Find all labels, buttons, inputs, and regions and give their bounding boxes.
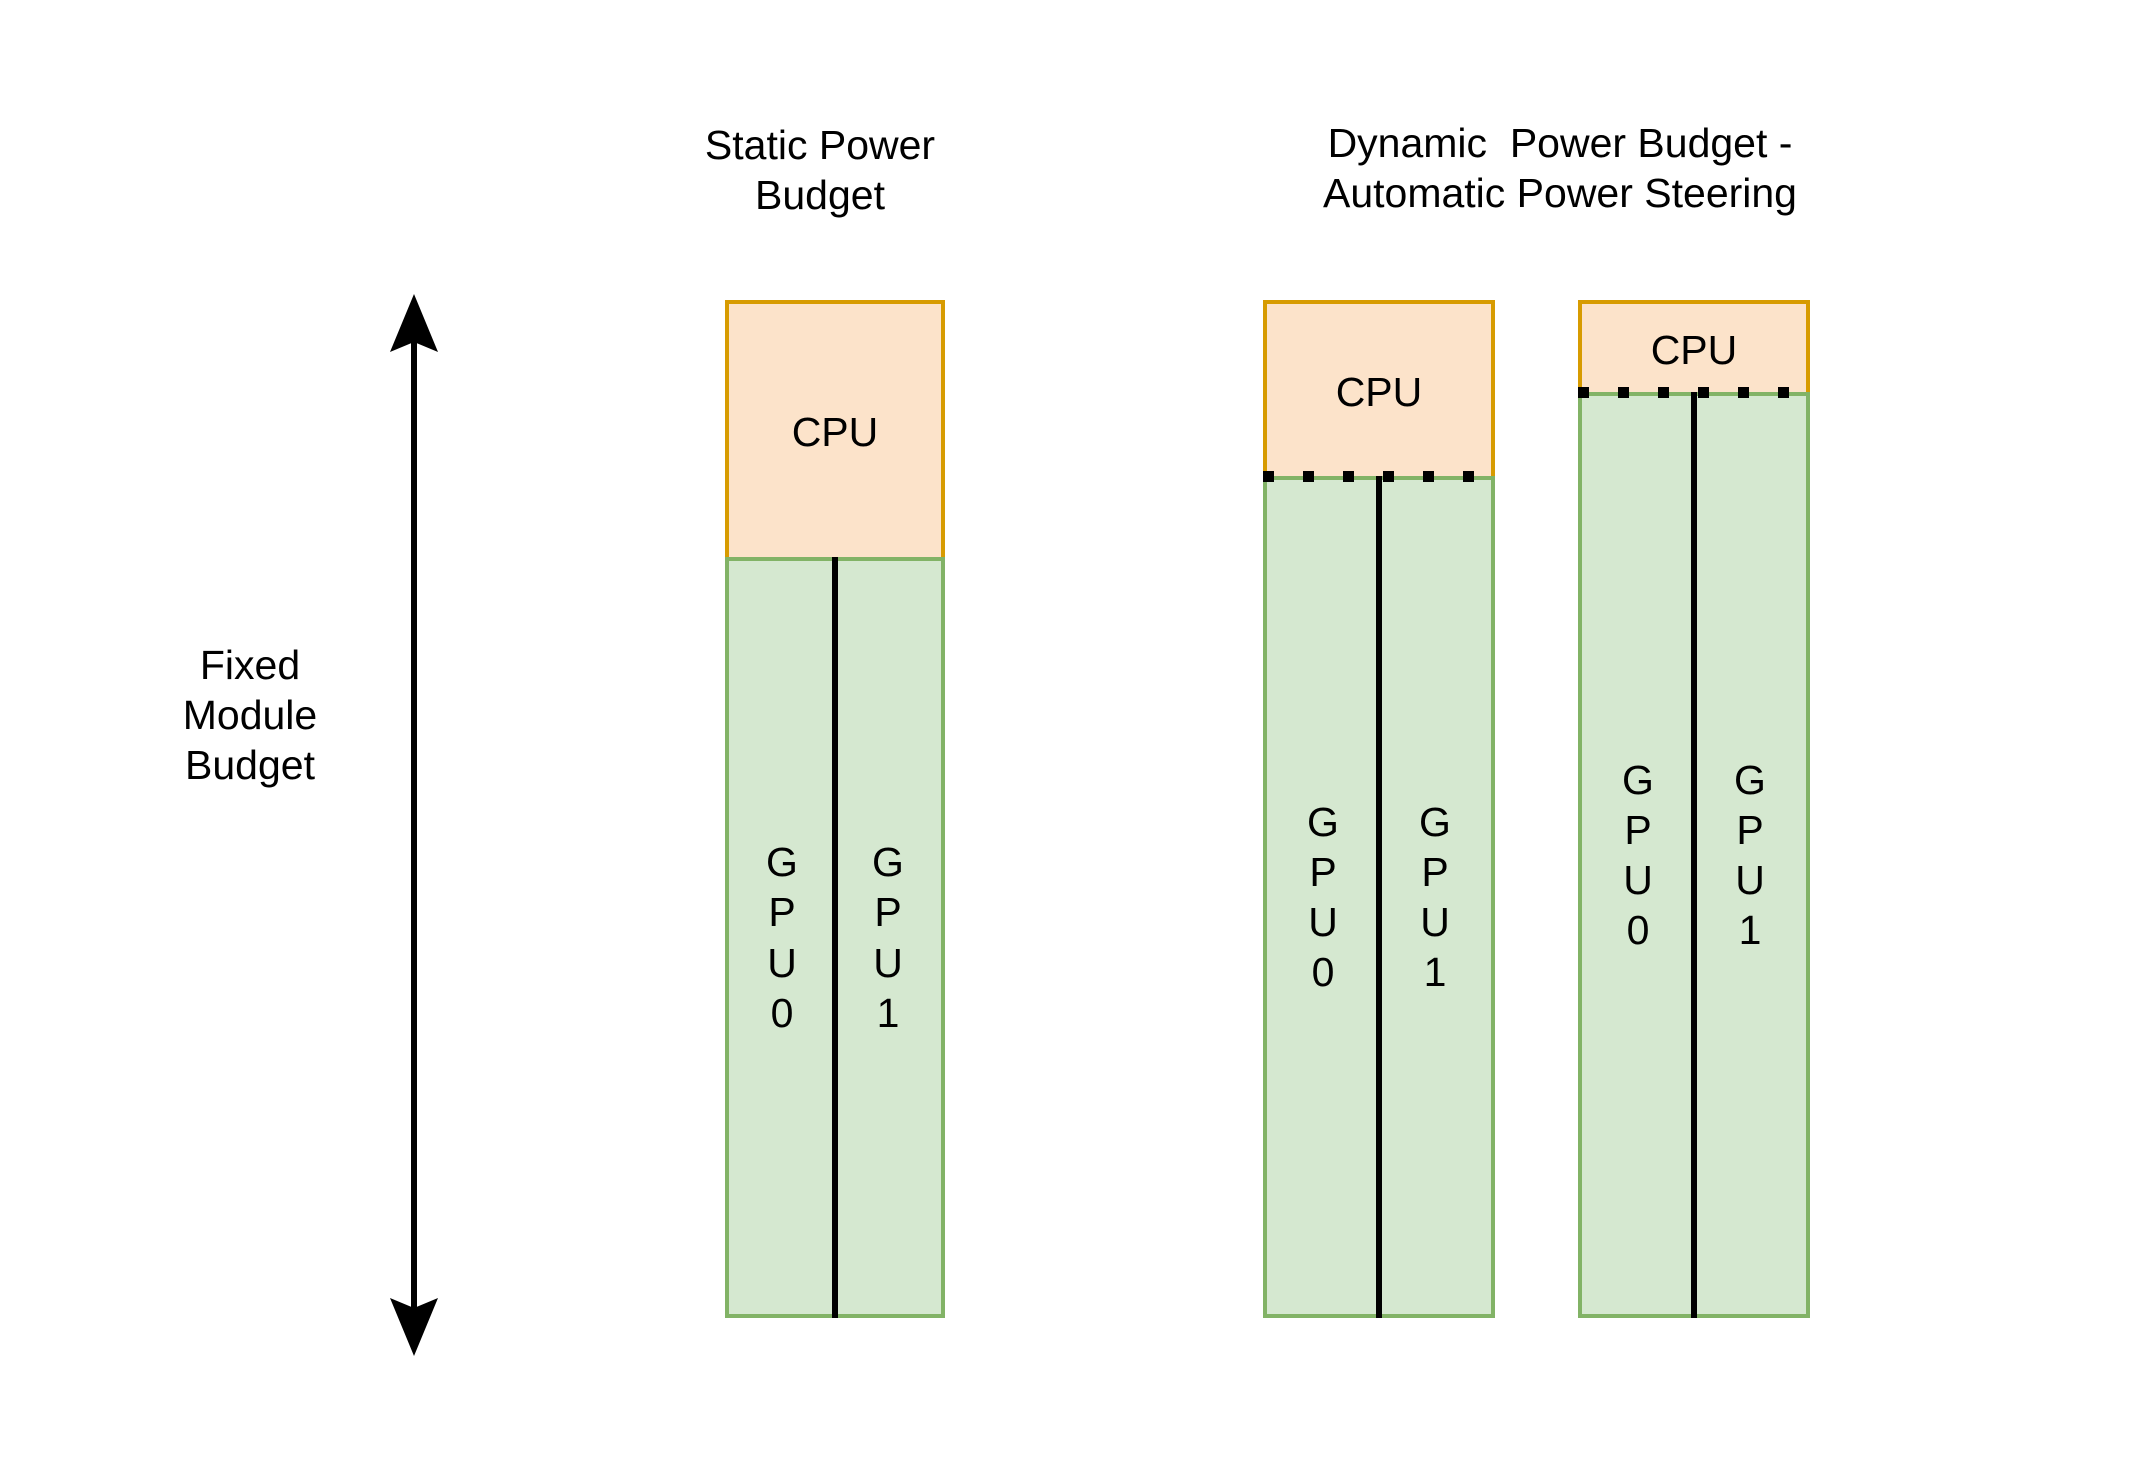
gpu0-label: G P U 0 xyxy=(1622,756,1654,954)
cpu-label: CPU xyxy=(791,409,879,455)
gpu0-label: G P U 0 xyxy=(1307,798,1339,996)
cpu-block-dynamic-1[interactable]: CPU xyxy=(1263,300,1495,480)
panel-title-static: Static Power Budget xyxy=(704,122,936,219)
gpu1-label: G P U 1 xyxy=(1419,798,1451,996)
double-headed-vertical-arrow-icon xyxy=(390,294,438,1356)
gpu-block-dynamic-2[interactable]: G P U 0 G P U 1 xyxy=(1578,392,1810,1318)
power-boundary-dotted-line-2 xyxy=(1578,387,1810,398)
gpu1-cell-dynamic-1[interactable]: G P U 1 xyxy=(1379,480,1491,1314)
gpu0-cell-dynamic-1[interactable]: G P U 0 xyxy=(1267,480,1379,1314)
gpu1-cell-dynamic-2[interactable]: G P U 1 xyxy=(1694,396,1806,1314)
gpu1-label: G P U 1 xyxy=(1734,756,1766,954)
gpu0-cell-static[interactable]: G P U 0 xyxy=(729,561,835,1314)
cpu-label: CPU xyxy=(1650,326,1738,373)
gpu0-label: G P U 0 xyxy=(766,839,798,1036)
gpu-block-static[interactable]: G P U 0 G P U 1 xyxy=(725,557,945,1318)
cpu-block-static[interactable]: CPU xyxy=(725,300,945,561)
gpu-divider xyxy=(1376,476,1382,1318)
power-boundary-dotted-line-1 xyxy=(1263,471,1495,482)
bar-static-power-budget: CPU G P U 0 G P U 1 xyxy=(725,300,945,1318)
gpu1-cell-static[interactable]: G P U 1 xyxy=(835,561,941,1314)
gpu1-label: G P U 1 xyxy=(872,839,904,1036)
gpu-divider xyxy=(832,557,838,1318)
panel-title-dynamic: Dynamic Power Budget - Automatic Power S… xyxy=(1322,120,1797,217)
axis-label-fixed-module-budget: Fixed Module Budget xyxy=(182,642,318,789)
gpu0-cell-dynamic-2[interactable]: G P U 0 xyxy=(1582,396,1694,1314)
bar-dynamic-power-budget-1: CPU G P U 0 G P U 1 xyxy=(1263,300,1495,1318)
bar-dynamic-power-budget-2: CPU G P U 0 G P U 1 xyxy=(1578,300,1810,1318)
cpu-label: CPU xyxy=(1335,368,1423,415)
gpu-divider xyxy=(1691,392,1697,1318)
gpu-block-dynamic-1[interactable]: G P U 0 G P U 1 xyxy=(1263,476,1495,1318)
cpu-block-dynamic-2[interactable]: CPU xyxy=(1578,300,1810,396)
